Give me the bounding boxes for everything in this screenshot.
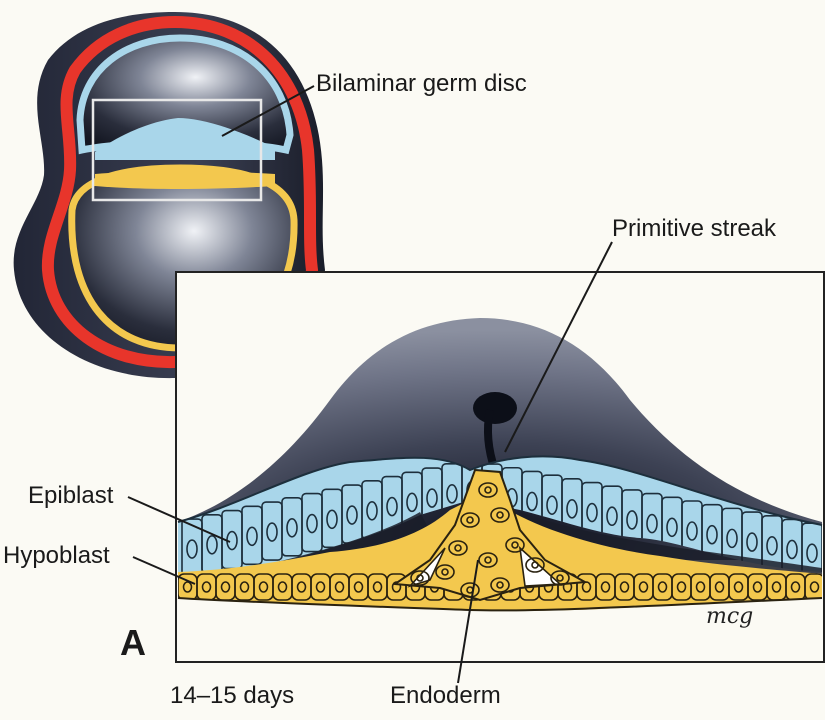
overview-hypoblast <box>95 171 275 189</box>
label-epiblast: Epiblast <box>28 484 113 508</box>
label-endoderm: Endoderm <box>390 684 501 708</box>
label-age: 14–15 days <box>170 684 294 708</box>
primitive-node-shadow <box>473 392 517 424</box>
label-bilaminar-germ-disc: Bilaminar germ disc <box>316 72 527 96</box>
artist-signature: mcg <box>706 606 753 628</box>
panel-letter: A <box>120 625 146 661</box>
label-hypoblast: Hypoblast <box>3 544 110 568</box>
label-primitive-streak: Primitive streak <box>612 217 776 241</box>
